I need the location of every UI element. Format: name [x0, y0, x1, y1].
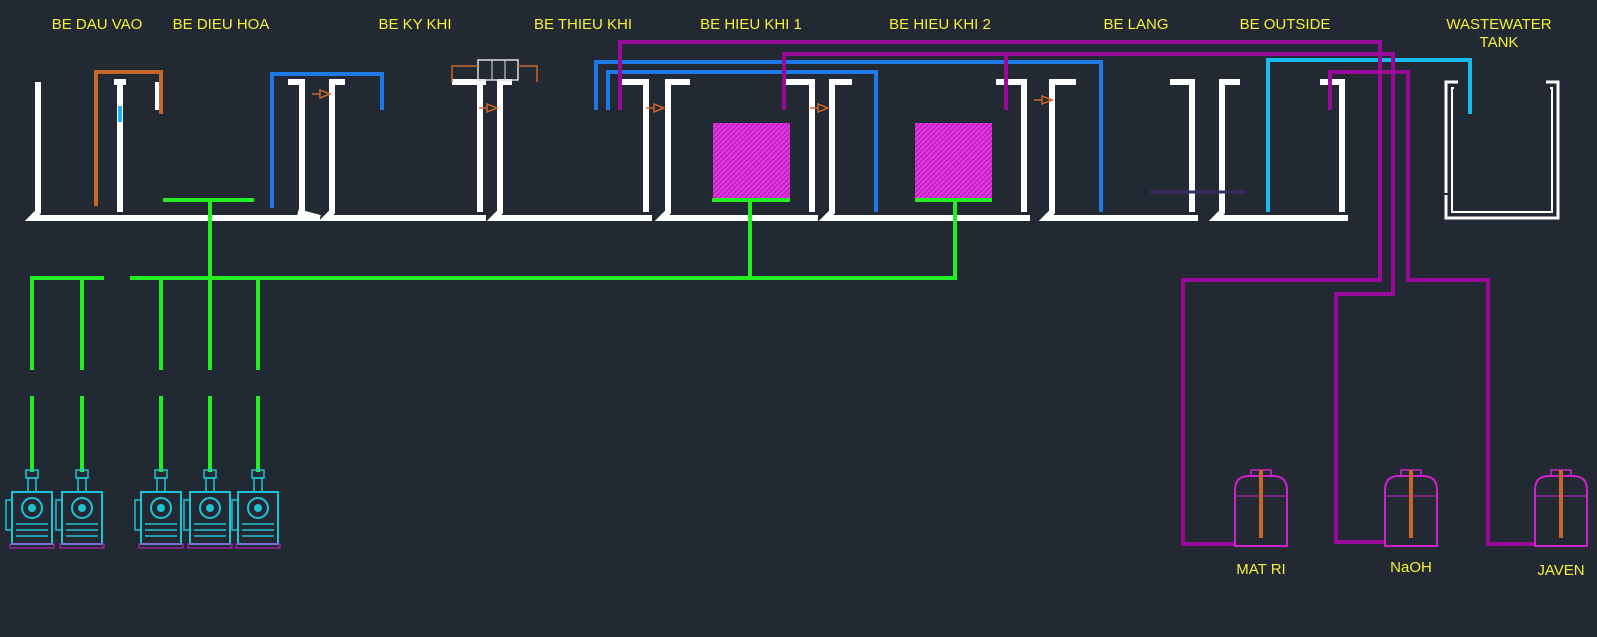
chem-label-naoh: NaOH: [1390, 559, 1432, 576]
tank-label-wastewater-tank: WASTEWATER TANK: [1446, 16, 1552, 51]
blower-hub: [254, 504, 262, 512]
mixer-pipe-left: [451, 65, 478, 82]
chemical-tank-icon: [1384, 469, 1438, 547]
mixer-icon: [451, 59, 538, 82]
tank-label-be-hieu-khi-2: BE HIEU KHI 2: [889, 16, 991, 33]
blower-fan: [199, 497, 221, 519]
chemical-tank-icon: [1234, 469, 1288, 547]
blower-fan: [21, 497, 43, 519]
blower-motor: [231, 499, 239, 531]
mixer-pipe-right: [518, 65, 538, 82]
wastewater-tank-outer: [1444, 80, 1560, 220]
tank-label-be-dieu-hoa: BE DIEU HOA: [172, 16, 270, 33]
tank-wall-thieu-khi: [486, 79, 652, 221]
inlet-pipe: [94, 70, 163, 206]
gate-arrow-4: [817, 102, 831, 114]
tank-wall-hieu-khi-1: [654, 79, 818, 221]
tank-label-be-lang: BE LANG: [1103, 16, 1169, 33]
chem-tank-body: [1534, 475, 1588, 547]
tank-wall-ky-khi: [318, 79, 486, 221]
blower-fan: [71, 497, 93, 519]
blower-hub: [28, 504, 36, 512]
chemical-tank-icon: [1534, 469, 1588, 547]
tank-partition-8: [1320, 79, 1345, 212]
blower-fan: [247, 497, 269, 519]
air-blower-icon: [183, 396, 233, 549]
tank-wall-outside: [1208, 79, 1348, 221]
blower-base: [59, 543, 105, 549]
blower-neck: [156, 477, 166, 493]
air-blower-icon: [134, 396, 184, 549]
wastewater-tank-inner: [1451, 87, 1553, 213]
chem-tank-body: [1384, 475, 1438, 547]
blower-hub: [206, 504, 214, 512]
mixer-body: [477, 59, 519, 81]
tank-wall-lang: [1038, 79, 1198, 221]
blower-neck: [205, 477, 215, 493]
blower-motor: [134, 499, 142, 531]
blower-base: [138, 543, 184, 549]
blower-base: [187, 543, 233, 549]
tank-partition-2: [288, 79, 305, 212]
chem-label-mat-ri: MAT RI: [1236, 561, 1286, 578]
tank-label-be-outside: BE OUTSIDE: [1239, 16, 1331, 33]
chem-label-javen: JAVEN: [1537, 562, 1585, 579]
chem-line-mat-ri: [618, 40, 1382, 546]
blower-neck: [77, 477, 87, 493]
blower-base: [9, 543, 55, 549]
blower-fan: [150, 497, 172, 519]
tank-label-be-dau-vao: BE DAU VAO: [51, 16, 143, 33]
tank-partition-5: [785, 79, 815, 212]
blower-neck: [253, 477, 263, 493]
air-blower-icon: [231, 396, 281, 549]
blower-hub: [78, 504, 86, 512]
outside-line: [1266, 58, 1472, 212]
blower-motor: [55, 499, 63, 531]
chem-line-naoh: [782, 52, 1395, 544]
gate-arrow-2: [486, 102, 500, 114]
blower-hub: [157, 504, 165, 512]
gate-arrow-3: [653, 102, 667, 114]
tank-partition-3: [452, 79, 483, 212]
tank-partition-4: [620, 79, 649, 212]
chem-line-javen: [1328, 70, 1536, 546]
air-blower-icon: [5, 396, 55, 549]
chem-tank-body: [1234, 475, 1288, 547]
tank-partition-2-foot: [297, 209, 321, 221]
water-line-thieu-khi-to-lang: [594, 60, 1103, 212]
tank-label-be-thieu-khi: BE THIEU KHI: [533, 16, 633, 33]
blower-base: [235, 543, 281, 549]
blower-motor: [183, 499, 191, 531]
wastewater-tank-wall: [1440, 80, 1560, 220]
tank-wall-dau-vao: [24, 82, 320, 221]
diffuser-media-hieu-khi-1: [713, 123, 790, 198]
tank-partition-7: [1170, 79, 1195, 212]
air-blower-icon: [55, 396, 105, 549]
water-line-thieu-khi-to-hieu-khi-2: [606, 70, 878, 212]
tank-label-be-hieu-khi-1: BE HIEU KHI 1: [700, 16, 802, 33]
tank-label-be-ky-khi: BE KY KHI: [378, 16, 452, 33]
diffuser-media-hieu-khi-2: [915, 123, 992, 198]
air-header-left: [30, 276, 104, 370]
gate-arrow-1: [319, 88, 333, 100]
water-line-dieu-hoa-to-ky-khi: [270, 72, 384, 208]
blower-neck: [27, 477, 37, 493]
air-header-main: [130, 200, 957, 280]
inlet-valve: [118, 106, 122, 122]
tank-wall-hieu-khi-2: [818, 79, 1030, 221]
tank-partition-6: [996, 79, 1027, 212]
blower-motor: [5, 499, 13, 531]
